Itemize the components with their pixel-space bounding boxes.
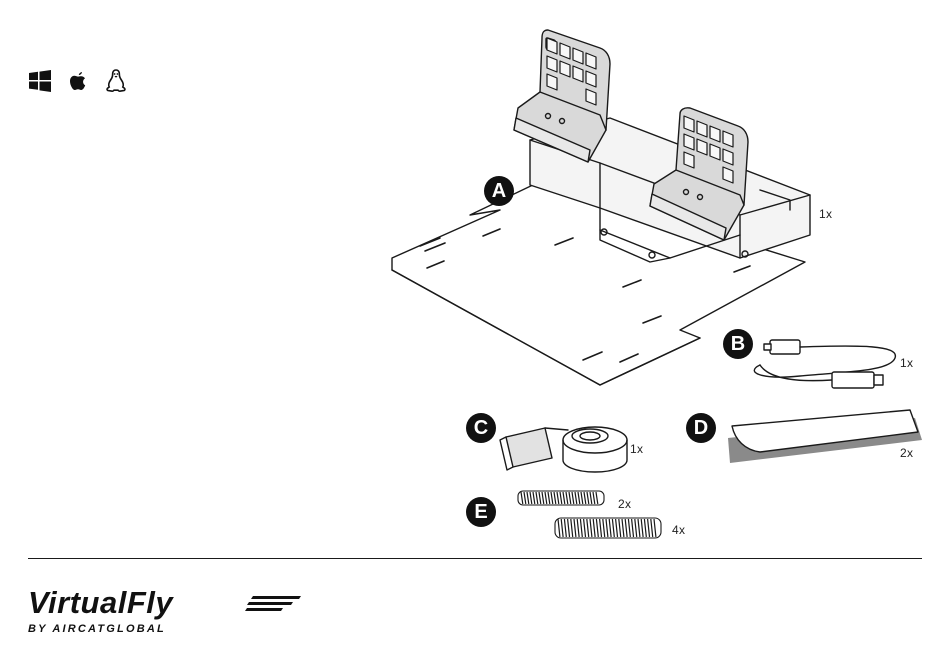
brand-logo: VirtualFly BY AIRCATGLOBAL (28, 586, 173, 635)
adhesive-strip (728, 410, 922, 463)
callout-e: E (466, 497, 496, 527)
speed-lines-icon (245, 596, 301, 614)
brand-name: VirtualFly (28, 586, 173, 620)
quantity-a: 1x (819, 207, 832, 221)
brand-tagline: BY AIRCATGLOBAL (28, 623, 173, 635)
callout-c: C (466, 413, 496, 443)
quantity-e-large: 4x (672, 523, 685, 537)
divider-line (28, 558, 922, 559)
usb-cable (754, 340, 895, 388)
quantity-b: 1x (900, 356, 913, 370)
strap-roll (500, 427, 627, 472)
callout-a: A (484, 176, 514, 206)
quantity-e-small: 2x (618, 497, 631, 511)
quantity-d: 2x (900, 446, 913, 460)
quantity-c: 1x (630, 442, 643, 456)
left-pedal (514, 30, 610, 162)
callout-d: D (686, 413, 716, 443)
callout-b: B (723, 329, 753, 359)
